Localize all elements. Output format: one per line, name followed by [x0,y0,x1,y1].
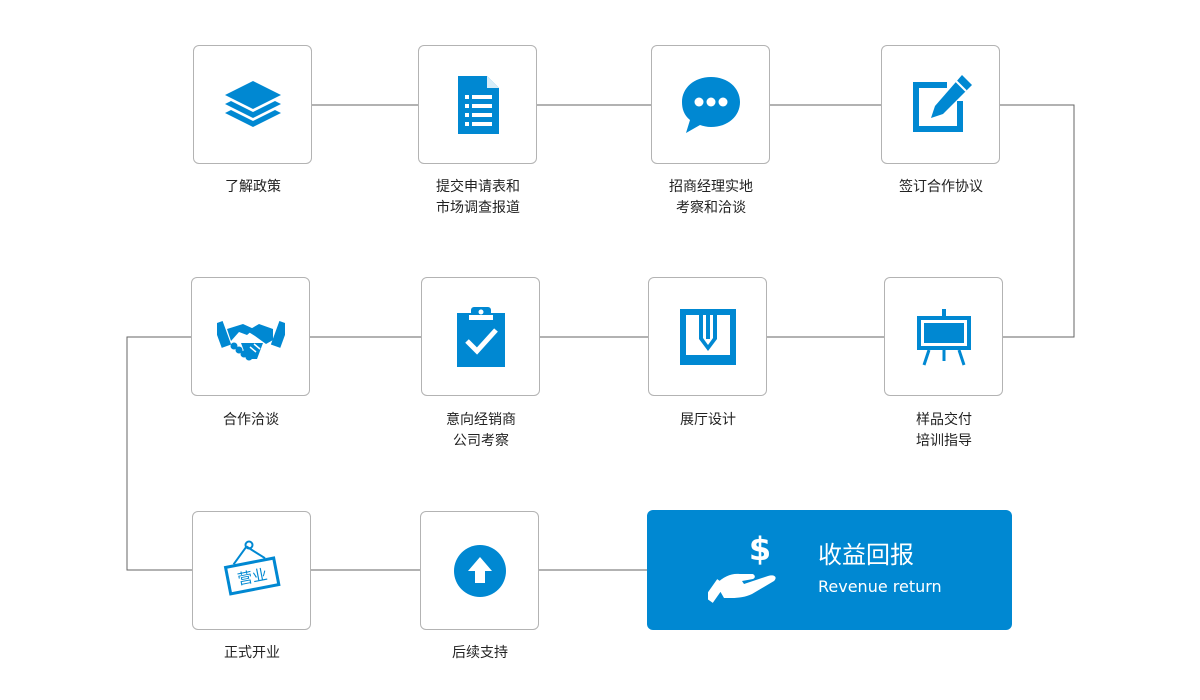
step-4-box [881,45,1000,164]
step-3-box [651,45,770,164]
step-1-box [193,45,312,164]
open-sign-icon: 营业 [223,540,281,596]
layers-icon [224,80,281,127]
money-hand-icon: $ [708,530,776,603]
step-7-box [421,277,540,396]
easel-board-icon [916,308,971,365]
clipboard-check-icon [456,306,505,367]
step-9-box: 营业 [192,511,311,630]
step-6-box [648,277,767,396]
step-4-label: 签订合作协议 [899,179,983,195]
final-title: 收益回报 [818,541,914,569]
step-10-label: 后续支持 [452,645,508,661]
step-7-label: 意向经销商 公司考察 [446,412,516,449]
step-2-label: 提交申请表和 市场调查报道 [436,179,520,216]
connector-8-9 [126,336,192,571]
open-sign-text: 营业 [235,565,268,588]
svg-text:$: $ [749,530,771,568]
final-subtitle: Revenue return [818,577,942,596]
step-2-box [418,45,537,164]
upload-arrow-icon [453,544,506,597]
connector-4-5 [1000,104,1075,338]
step-5-box [884,277,1003,396]
step-8-box [191,277,310,396]
step-3-label: 招商经理实地 考察和洽谈 [669,179,753,216]
document-list-icon [457,75,499,134]
step-1-label: 了解政策 [225,179,281,195]
sign-edit-icon [912,74,972,132]
revenue-return-box [647,510,1012,630]
step-5-label: 样品交付 培训指导 [916,412,972,449]
handshake-icon [216,320,285,360]
step-8-label: 合作洽谈 [223,412,279,428]
step-9-label: 正式开业 [224,645,280,661]
step-6-label: 展厅设计 [680,412,736,428]
step-10-box [420,511,539,630]
chat-bubble-icon [681,76,740,133]
pencil-display-icon [679,308,736,365]
